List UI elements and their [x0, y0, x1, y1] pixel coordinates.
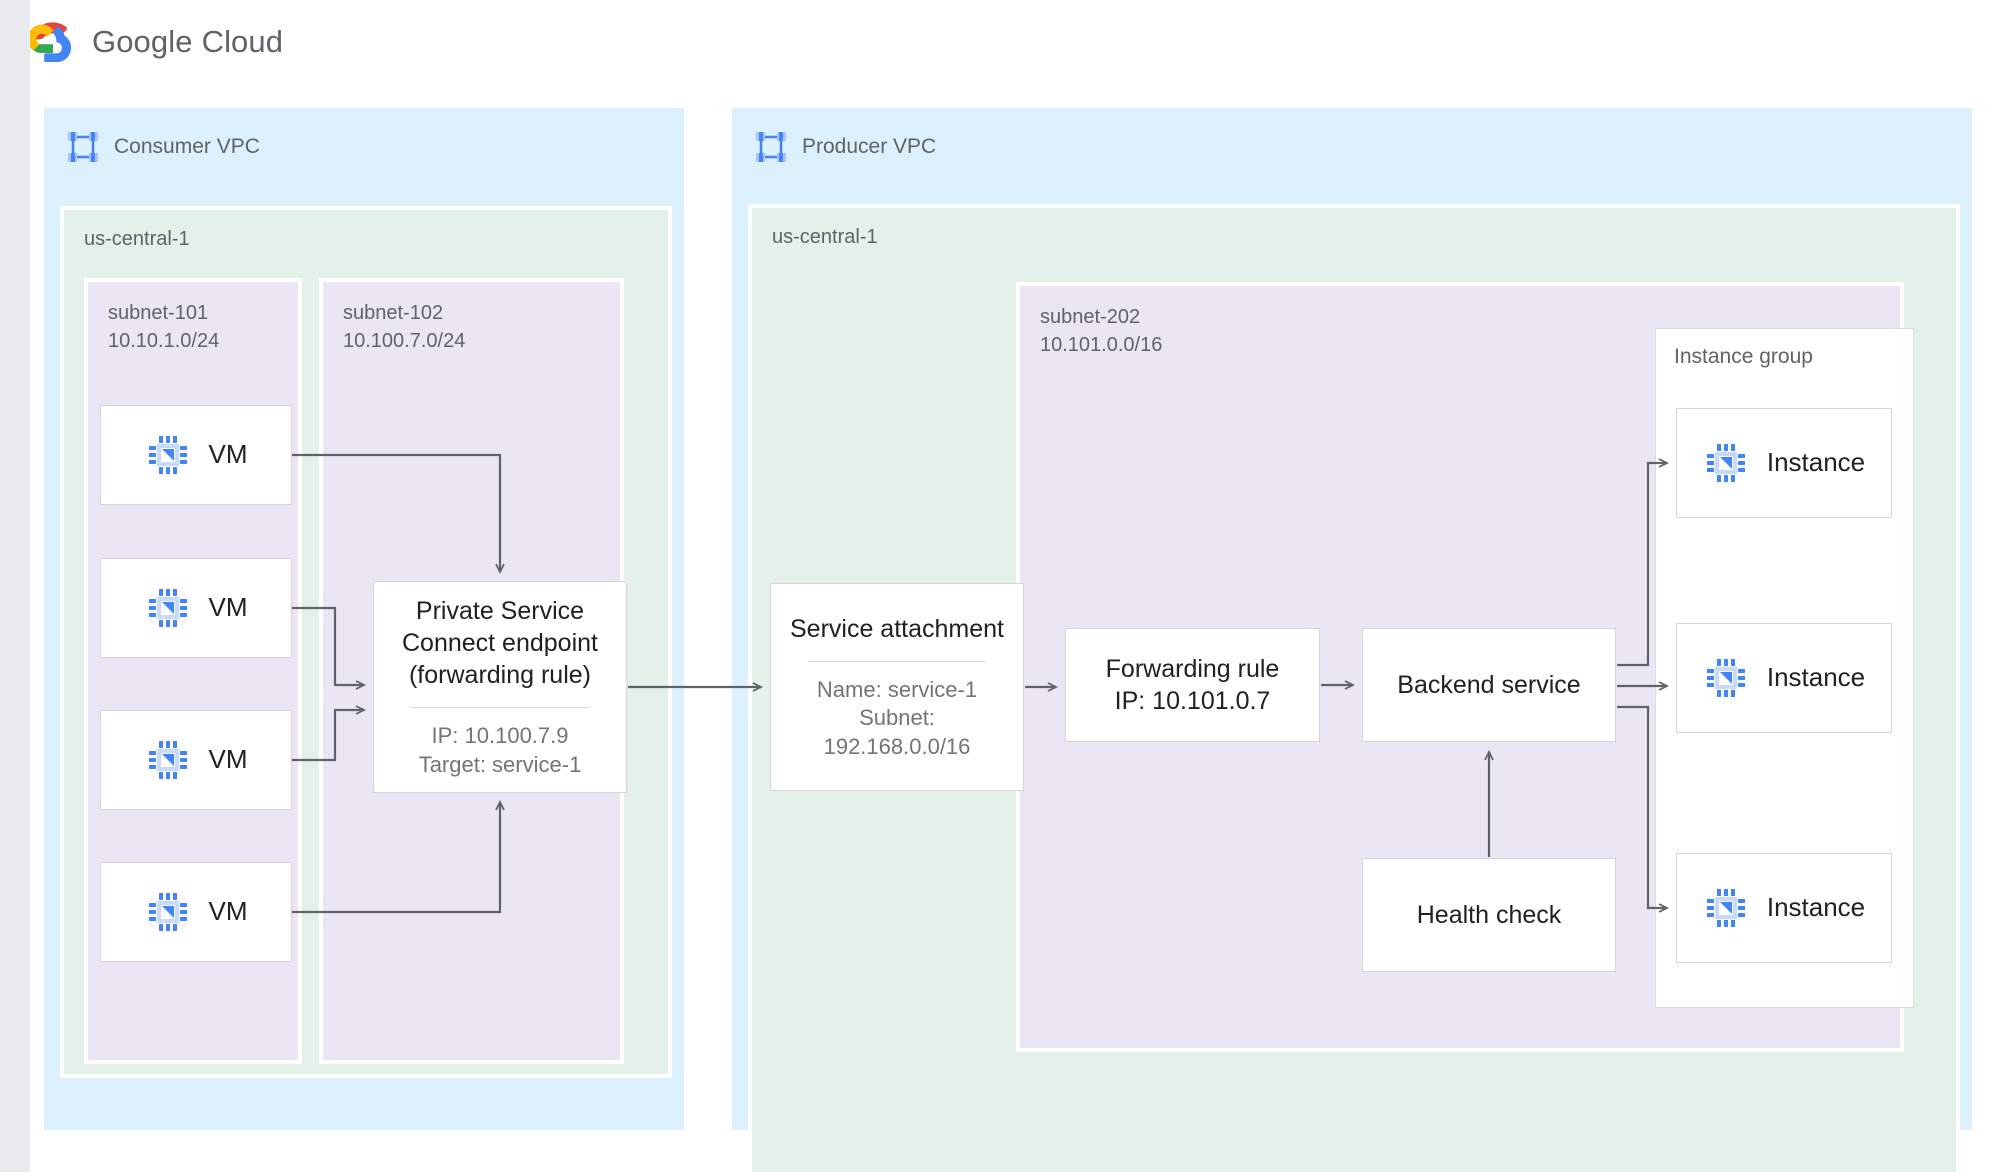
health-check-label: Health check: [1416, 900, 1562, 929]
consumer-region-label: us-central-1: [84, 228, 190, 250]
vm-chip-icon: [1703, 655, 1749, 701]
service-attachment-subnet-cidr: 192.168.0.0/16: [823, 733, 971, 759]
backend-service-node[interactable]: Backend service: [1362, 628, 1616, 742]
forwarding-rule-node[interactable]: Forwarding rule IP: 10.101.0.7: [1065, 628, 1320, 742]
vm-node-4-label: VM: [208, 896, 248, 927]
instance-node-2-label: Instance: [1766, 662, 1866, 693]
vm-chip-icon: [145, 889, 191, 935]
instance-node-1[interactable]: Instance: [1676, 408, 1892, 518]
vm-node-2-label: VM: [208, 592, 248, 623]
subnet-202-name: subnet-202: [1040, 306, 1141, 328]
forwarding-rule-label: Forwarding rule IP: 10.101.0.7: [1106, 653, 1280, 718]
brand-word-cloud: Cloud: [201, 24, 284, 59]
psc-endpoint-target: Target: service-1: [418, 751, 582, 777]
vm-chip-icon: [1703, 885, 1749, 931]
service-attachment-subnet-label: Subnet:: [859, 705, 935, 731]
psc-endpoint-node[interactable]: Private Service Connect endpoint (forwar…: [373, 581, 627, 793]
psc-endpoint-ip: IP: 10.100.7.9: [431, 722, 569, 748]
psc-endpoint-title-line-1: Private Service: [415, 596, 585, 625]
subnet-202-label: subnet-202 10.101.0.0/16: [1040, 304, 1162, 359]
producer-region-label: us-central-1: [772, 226, 878, 248]
vm-node-1[interactable]: VM: [100, 405, 292, 505]
instance-node-3[interactable]: Instance: [1676, 853, 1892, 963]
service-attachment-name: Name: service-1: [816, 676, 978, 702]
psc-endpoint-title: Private Service Connect endpoint (forwar…: [402, 595, 598, 691]
health-check-node[interactable]: Health check: [1362, 858, 1616, 972]
service-attachment-node[interactable]: Service attachment Name: service-1 Subne…: [770, 583, 1024, 791]
subnet-101-label: subnet-101 10.10.1.0/24: [108, 300, 219, 355]
service-attachment-details: Name: service-1 Subnet: 192.168.0.0/16: [817, 676, 977, 762]
instance-group-label: Instance group: [1674, 345, 1813, 368]
producer-vpc-label: Producer VPC: [802, 135, 937, 158]
instance-node-2[interactable]: Instance: [1676, 623, 1892, 733]
subnet-101-cidr: 10.10.1.0/24: [108, 329, 220, 352]
brand-word-google: Google: [92, 24, 193, 59]
vm-node-4[interactable]: VM: [100, 862, 292, 962]
consumer-vpc-header: Consumer VPC: [66, 130, 260, 164]
google-cloud-logo-icon: [27, 22, 76, 63]
vm-chip-icon: [1703, 440, 1749, 486]
forwarding-rule-ip: IP: 10.101.0.7: [1114, 687, 1271, 715]
subnet-101-name: subnet-101: [108, 302, 209, 324]
subnet-102-label: subnet-102 10.100.7.0/24: [343, 300, 465, 355]
vpc-network-icon: [754, 130, 788, 164]
psc-endpoint-title-line-3: (forwarding rule): [408, 660, 591, 689]
vpc-network-icon: [66, 130, 100, 164]
consumer-vpc-label: Consumer VPC: [114, 135, 260, 158]
psc-endpoint-divider: [411, 706, 589, 708]
instance-node-3-label: Instance: [1766, 892, 1866, 923]
producer-vpc-header: Producer VPC: [754, 130, 936, 164]
service-attachment-title: Service attachment: [790, 614, 1004, 643]
instance-node-1-label: Instance: [1766, 447, 1866, 478]
vm-chip-icon: [145, 585, 191, 631]
subnet-102-name: subnet-102: [343, 302, 444, 324]
subnet-202-cidr: 10.101.0.0/16: [1040, 333, 1163, 356]
subnet-102-cidr: 10.100.7.0/24: [343, 329, 466, 352]
service-attachment-divider: [808, 660, 986, 662]
vm-node-3[interactable]: VM: [100, 710, 292, 810]
vm-node-1-label: VM: [208, 439, 248, 470]
vm-node-2[interactable]: VM: [100, 558, 292, 658]
forwarding-rule-title: Forwarding rule: [1105, 654, 1280, 683]
backend-service-label: Backend service: [1397, 670, 1581, 699]
vm-chip-icon: [145, 432, 191, 478]
psc-endpoint-title-line-2: Connect endpoint: [402, 628, 598, 657]
psc-endpoint-details: IP: 10.100.7.9 Target: service-1: [419, 722, 582, 779]
vm-node-3-label: VM: [208, 744, 248, 775]
vm-chip-icon: [145, 737, 191, 783]
